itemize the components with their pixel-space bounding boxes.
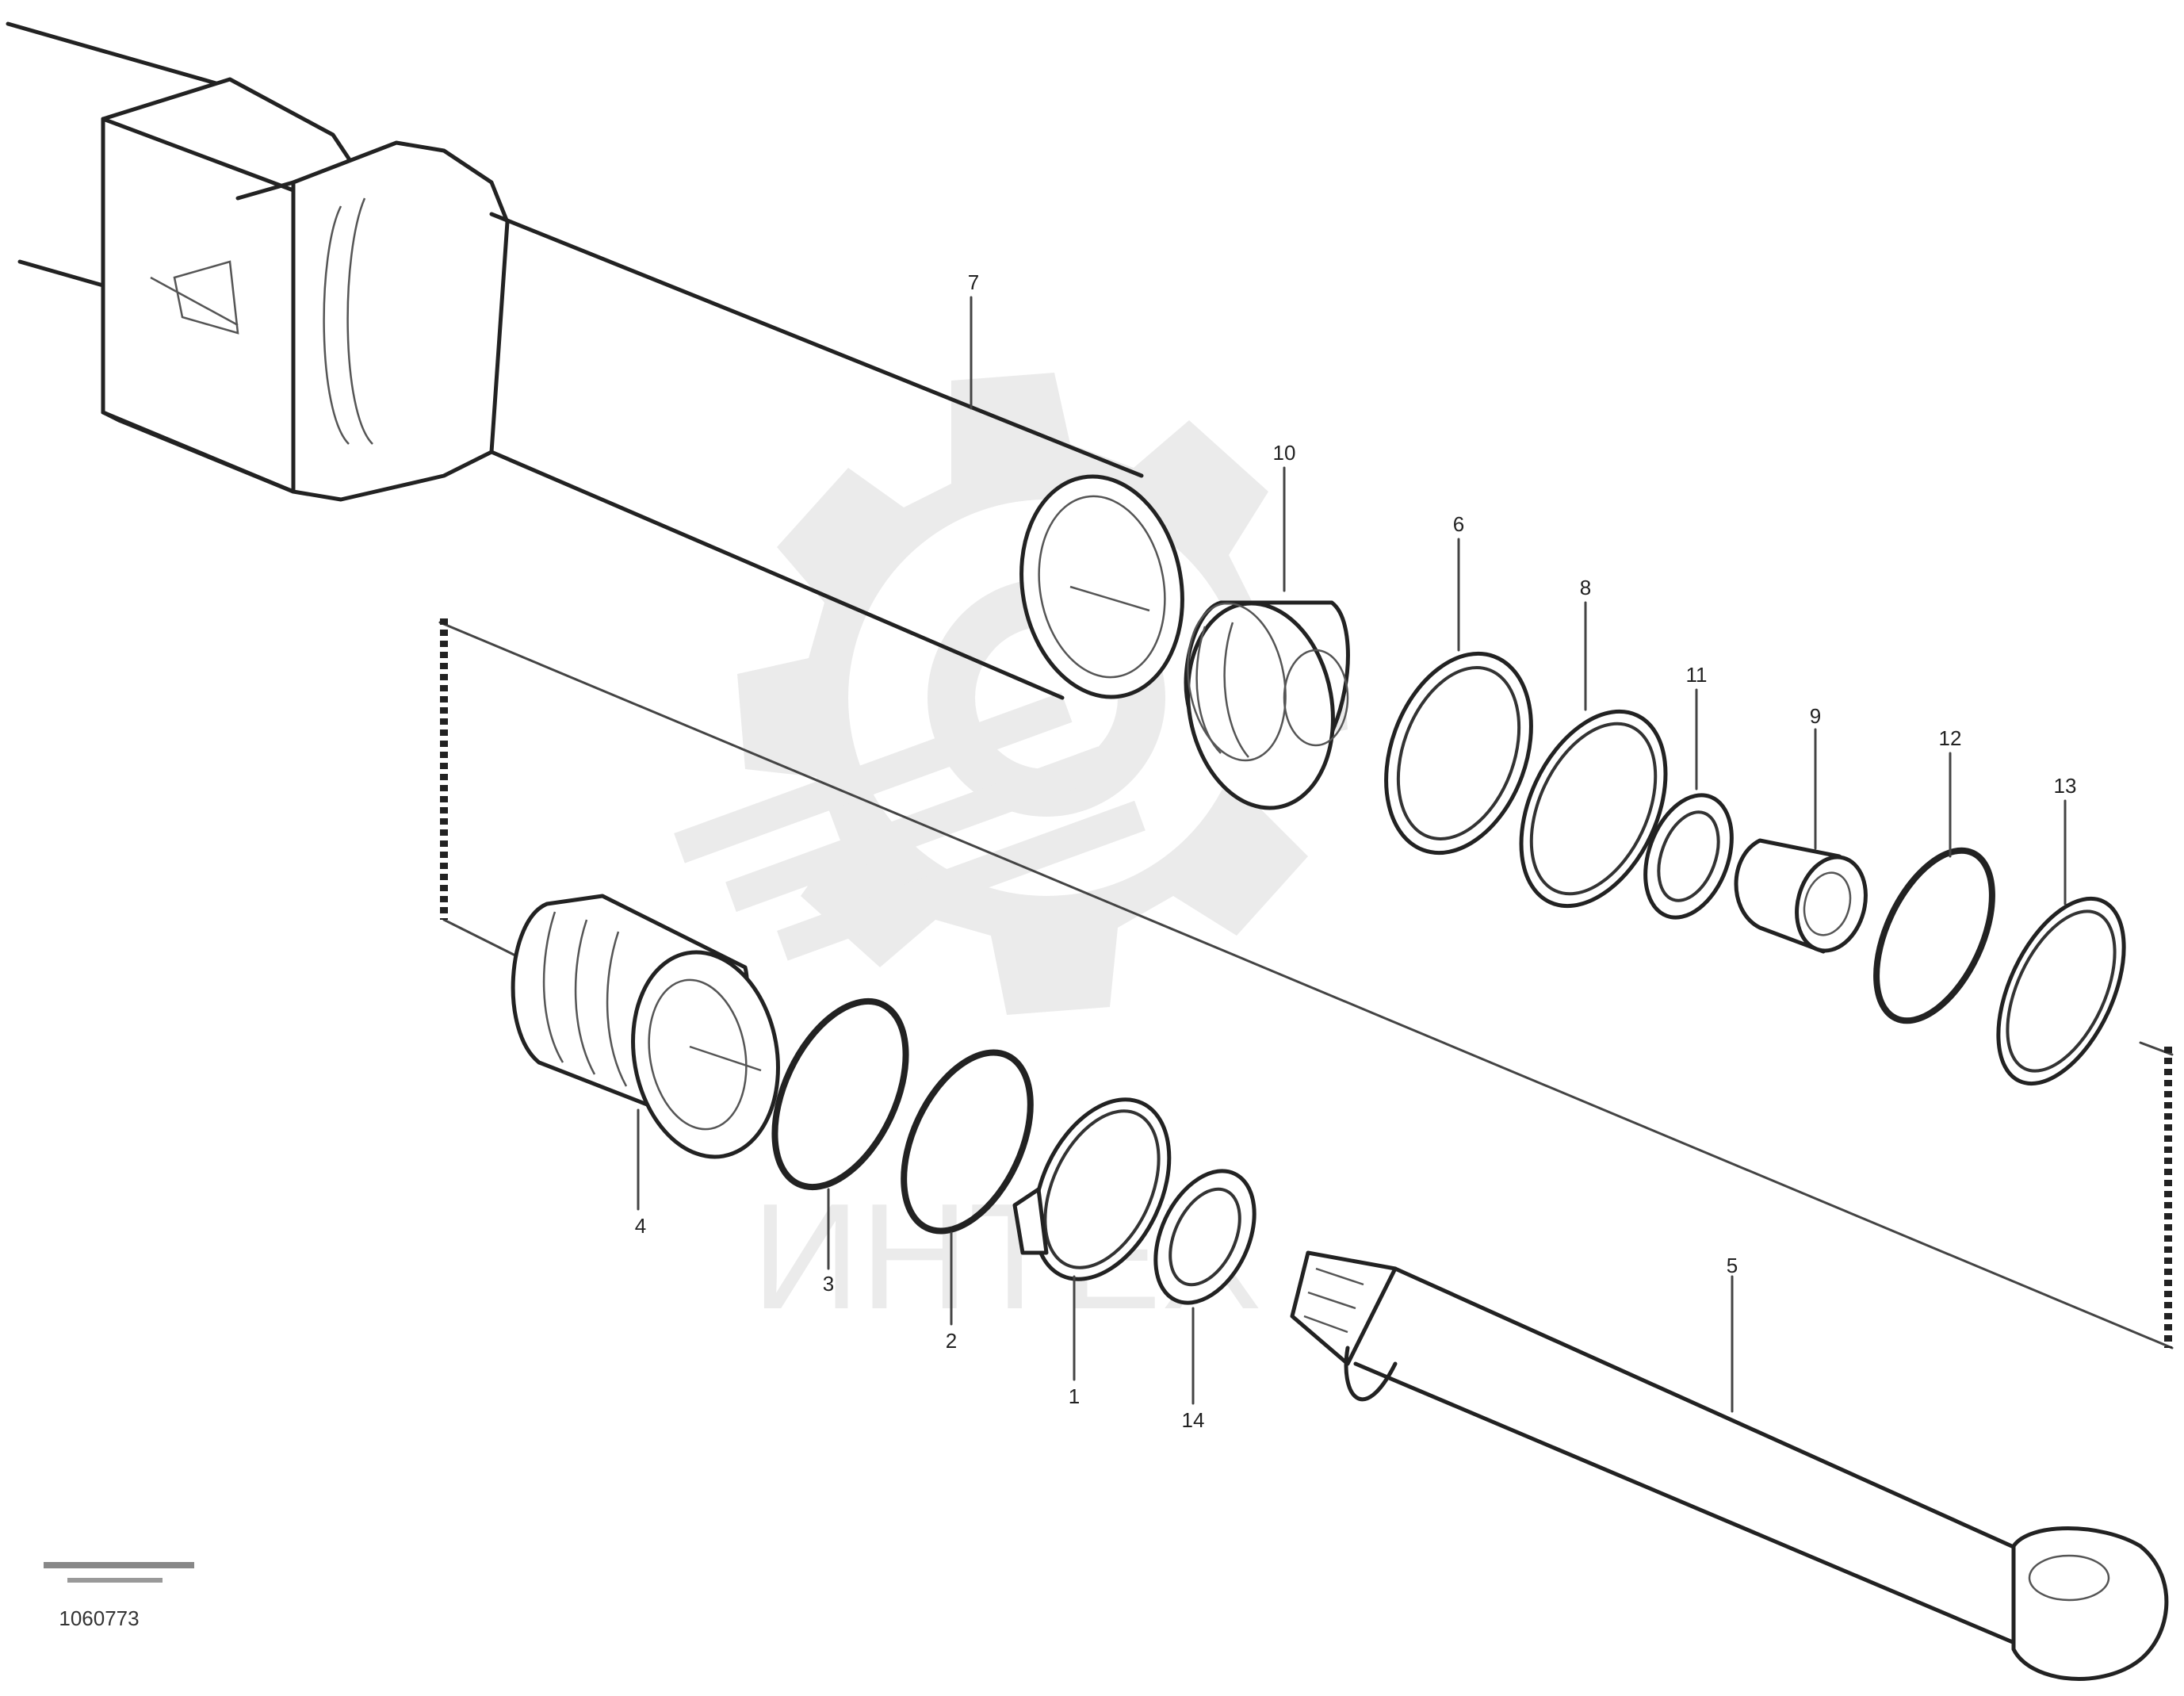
part-8-ring	[1519, 601, 1668, 909]
callout-7: 7	[968, 270, 979, 294]
part-1-ring	[1012, 1097, 1172, 1381]
callout-2: 2	[946, 1329, 957, 1353]
footer-reference: 1060773	[44, 1562, 194, 1630]
callout-14: 14	[1182, 1408, 1205, 1432]
part-3-o-ring	[771, 997, 909, 1270]
callout-3: 3	[823, 1272, 834, 1296]
part-2-o-ring	[901, 1049, 1034, 1326]
part-10-piston	[1184, 466, 1350, 810]
callout-11: 11	[1686, 663, 1708, 687]
part-9-spacer	[1734, 728, 1868, 954]
callout-4: 4	[635, 1214, 646, 1238]
part-11-bushing	[1643, 688, 1734, 920]
part-13-ring	[1996, 799, 2126, 1086]
part-12-o-ring	[1873, 752, 1995, 1024]
callout-9: 9	[1810, 704, 1821, 728]
part-5-piston-rod	[1290, 1250, 2169, 1681]
part-14-wiper	[1153, 1169, 1256, 1405]
callout-13: 13	[2054, 774, 2077, 798]
callout-8: 8	[1580, 576, 1591, 599]
callout-12: 12	[1939, 726, 1962, 750]
callout-10: 10	[1273, 441, 1296, 465]
watermark-gear-logo: ИНТЕХ	[674, 373, 1348, 1341]
callout-6: 6	[1453, 512, 1464, 536]
cylinder-tube	[6, 21, 1184, 700]
callout-5: 5	[1727, 1254, 1738, 1277]
callout-labels: 7 10 6 8 11 9 12 13 4 3 2 1 14 5	[635, 270, 2077, 1432]
callout-1: 1	[1069, 1384, 1080, 1408]
part-4-piston	[511, 894, 780, 1211]
part-6-ring	[1384, 538, 1533, 856]
figure-code: 1060773	[59, 1606, 139, 1630]
